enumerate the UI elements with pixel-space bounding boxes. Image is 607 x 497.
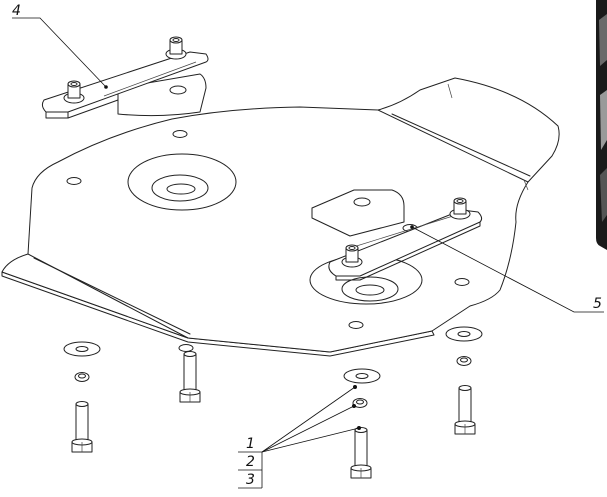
callout-5: 5	[593, 296, 602, 312]
callout-leaders	[12, 17, 604, 489]
callout-4: 4	[12, 3, 21, 19]
fastener-set-center-left	[179, 351, 201, 403]
bracket-top	[41, 36, 209, 119]
photo-fragment	[596, 0, 607, 250]
bracket-plate	[311, 189, 483, 281]
callout-1: 1	[246, 436, 255, 452]
upper-recess	[127, 153, 237, 211]
fastener-set-right	[445, 326, 483, 435]
callout-3: 3	[246, 472, 255, 488]
callout-2: 2	[246, 454, 255, 470]
fastener-set-left	[63, 341, 101, 453]
fastener-set-center	[343, 368, 381, 479]
